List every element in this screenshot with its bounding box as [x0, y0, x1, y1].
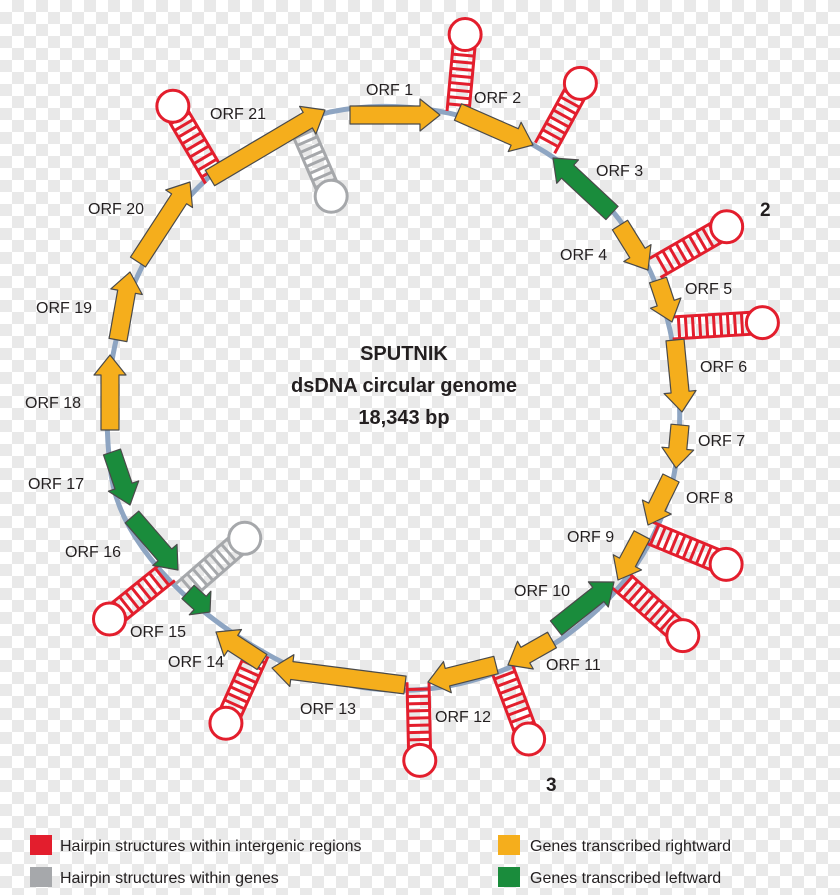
intergenic-hairpin-h6	[611, 570, 701, 654]
legend-swatch-gene-hairpin	[30, 867, 52, 887]
orf-label-5: ORF 5	[685, 281, 732, 298]
orf-arrow-9	[612, 530, 651, 581]
orf-label-1: ORF 1	[366, 82, 413, 99]
orf-label-16: ORF 16	[65, 544, 121, 561]
orf-label-3: ORF 3	[596, 163, 643, 180]
gene-hairpin-g2	[174, 520, 263, 602]
orf-label-13: ORF 13	[300, 701, 356, 718]
intergenic-hairpin-h1	[445, 17, 483, 114]
orf-label-18: ORF 18	[25, 395, 81, 412]
genome-size: 18,343 bp	[358, 407, 449, 429]
orf-label-14: ORF 14	[168, 654, 224, 671]
orf-arrow-3	[552, 157, 619, 221]
orf-arrow-19	[108, 271, 143, 343]
orf-arrow-18	[93, 354, 127, 431]
region-label-2: 2	[760, 200, 771, 221]
orf-label-19: ORF 19	[36, 300, 92, 317]
genome-type: dsDNA circular genome	[291, 375, 517, 397]
orf-label-21: ORF 21	[210, 106, 266, 123]
orf-arrow-5	[648, 276, 682, 323]
orf-label-7: ORF 7	[698, 433, 745, 450]
orf-arrow-21	[204, 105, 326, 187]
orf-arrow-12	[427, 655, 499, 694]
region-label-3: 3	[546, 775, 557, 796]
orf-label-12: ORF 12	[435, 709, 491, 726]
orf-arrow-1	[349, 98, 441, 132]
legend-label-rightward: Genes transcribed rightward	[530, 838, 731, 855]
orf-arrow-14	[215, 628, 268, 671]
orf-label-6: ORF 6	[700, 359, 747, 376]
legend-swatch-intergenic-hairpin	[30, 835, 52, 855]
orf-label-11: ORF 11	[546, 657, 601, 674]
orf-arrow-13	[271, 654, 407, 695]
legend: Hairpin structures within intergenic reg…	[30, 835, 731, 887]
intergenic-hairpin-h10	[91, 562, 176, 637]
legend-label-gene-hairpin: Hairpin structures within genes	[60, 870, 279, 887]
intergenic-hairpin-h7	[490, 663, 547, 757]
orf-label-17: ORF 17	[28, 476, 84, 493]
intergenic-hairpin-h4	[671, 305, 780, 341]
legend-swatch-leftward	[498, 867, 520, 887]
orf-arrow-20	[129, 181, 194, 268]
intergenic-hairpin-h9	[208, 646, 270, 741]
orf-arrow-16	[124, 510, 179, 571]
intergenic-hairpin-h2	[534, 65, 598, 155]
legend-label-leftward: Genes transcribed leftward	[530, 870, 721, 887]
legend-label-intergenic-hairpin: Hairpin structures within intergenic reg…	[60, 838, 361, 855]
orf-label-10: ORF 10	[514, 583, 570, 600]
orf-arrow-6	[663, 338, 697, 413]
orf-label-8: ORF 8	[686, 490, 733, 507]
orf-arrow-7	[661, 423, 695, 469]
orf-arrow-17	[102, 448, 140, 506]
intergenic-hairpin-h5	[643, 520, 744, 582]
intergenic-hairpin-h11	[155, 88, 226, 185]
intergenic-hairpin-h3	[648, 209, 745, 279]
orf-arrow-8	[641, 473, 680, 526]
orf-arrow-15	[181, 584, 212, 616]
orf-arrow-4	[611, 219, 652, 271]
orf-label-2: ORF 2	[474, 90, 521, 107]
orf-arrow-11	[507, 631, 558, 670]
orf-arrow-10	[549, 581, 615, 636]
legend-swatch-rightward	[498, 835, 520, 855]
orf-label-9: ORF 9	[567, 529, 614, 546]
genome-name: SPUTNIK	[360, 343, 448, 365]
orf-arrow-2	[453, 103, 534, 153]
orf-label-20: ORF 20	[88, 201, 144, 218]
orf-label-15: ORF 15	[130, 624, 186, 641]
orf-label-4: ORF 4	[560, 247, 607, 264]
intergenic-hairpin-h8	[402, 681, 438, 778]
